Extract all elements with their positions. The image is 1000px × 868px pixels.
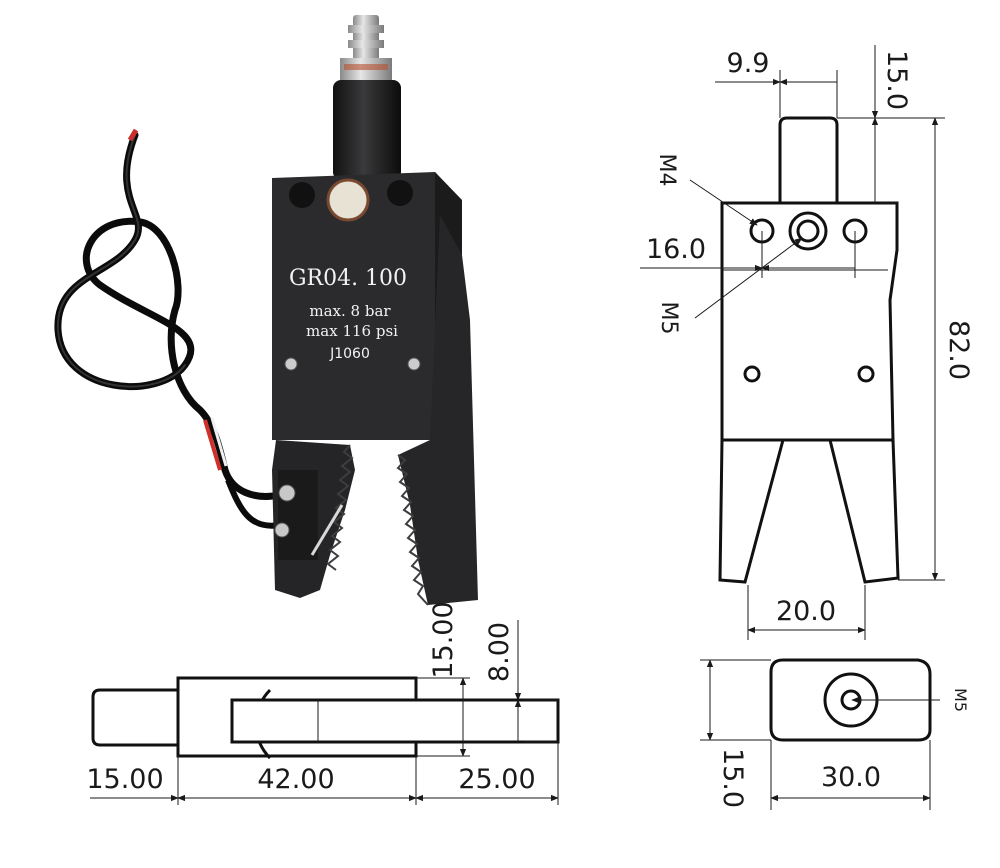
cylinder: [333, 80, 401, 180]
pressure-bar-label: max. 8 bar: [309, 302, 391, 320]
dim-top-view-width: 30.0: [821, 762, 881, 793]
label-m4: M4: [654, 154, 679, 187]
dim-top-height: 15.0: [881, 50, 912, 110]
model-label: GR04. 100: [289, 266, 407, 291]
gripper-photo: GR04. 100 max. 8 bar max 116 psi J1060: [54, 15, 478, 606]
center-bolt: [326, 178, 370, 222]
dim-total-height: 82.0: [943, 320, 974, 380]
cable: [54, 128, 284, 529]
dim-jaw-width: 20.0: [776, 596, 836, 627]
dim-side-jaw-height: 15.00: [428, 601, 459, 678]
dim-side-right: 25.00: [458, 764, 535, 795]
dim-side-jaw-thickness: 8.00: [484, 622, 515, 682]
dim-side-left: 15.00: [86, 764, 163, 795]
top-view-drawing: M5 15.0 30.0: [700, 658, 970, 810]
dim-side-body: 42.00: [257, 764, 334, 795]
mount-hole-left: [289, 182, 315, 208]
label-m5: M5: [656, 302, 681, 335]
pressure-psi-label: max 116 psi: [306, 322, 398, 340]
dim-top-width: 9.9: [727, 48, 770, 79]
front-view-drawing: 9.9 15.0 82.0 M4 16.0 M5 20.0: [640, 45, 974, 640]
air-fitting: [340, 15, 392, 80]
jaw-right: [396, 215, 478, 606]
label-top-m5: M5: [951, 688, 970, 712]
dim-top-view-height: 15.0: [717, 748, 748, 808]
jaw-left: [272, 440, 355, 598]
micro-switch: [278, 470, 318, 560]
code-label: J1060: [329, 346, 370, 362]
gripper-body: [272, 172, 462, 440]
side-view-drawing: 15.00 8.00 15.00 42.00 25.00: [86, 601, 560, 805]
mount-hole-right: [387, 180, 413, 206]
dim-hole-spacing: 16.0: [646, 234, 706, 265]
